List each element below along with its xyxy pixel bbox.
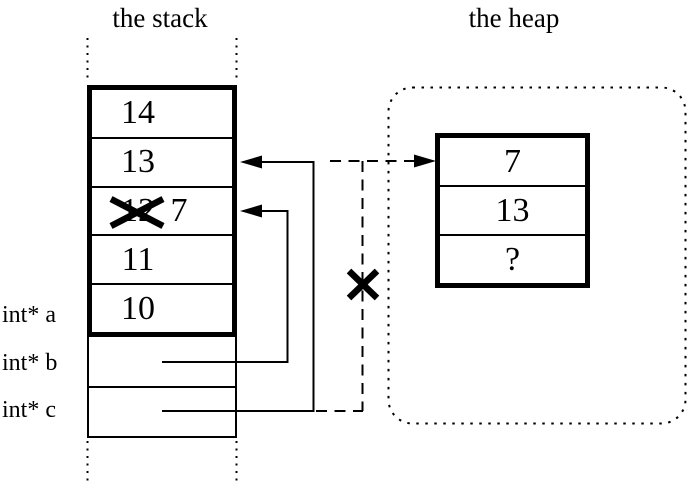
heap-cell-7: 7 [440, 138, 585, 187]
stack-title: the stack [112, 3, 208, 33]
stack-cell-12-overwritten: 12 7 [92, 188, 232, 237]
heap-cell-value: ? [504, 240, 521, 278]
stack-cell-11: 11 [92, 236, 232, 286]
stack-frame-box: 14 13 12 7 11 10 [87, 85, 237, 337]
broken-link-x-icon [346, 268, 380, 301]
variable-label-a: int* a [2, 302, 56, 328]
stack-cell-10: 10 [92, 285, 232, 332]
stack-cell-value: 14 [121, 94, 155, 132]
stack-cell-14: 14 [92, 90, 232, 139]
dangling-pointer-dashed-line [316, 160, 414, 412]
variable-label-b: int* b [2, 350, 58, 376]
heap-title: the heap [468, 3, 560, 33]
stack-cell-pointer-b [87, 337, 237, 388]
stack-cell-new-value: 7 [170, 191, 188, 229]
heap-cell-unknown: ? [440, 236, 585, 283]
heap-cell-13: 13 [440, 187, 585, 236]
heap-cell-value: 7 [504, 142, 521, 180]
heap-object-box: 7 13 ? [435, 133, 590, 288]
heap-cell-value: 13 [495, 191, 530, 229]
dangling-pointer-arrowhead-icon [414, 154, 436, 168]
stack-cell-value: 13 [121, 143, 155, 181]
stack-cell-value: 10 [121, 289, 155, 327]
stack-cell-pointer-c [87, 387, 237, 438]
stack-cell-value: 11 [121, 240, 155, 278]
pointer-c-arrowhead-icon [240, 155, 262, 169]
variable-label-c: int* c [2, 397, 56, 423]
pointer-b-arrowhead-icon [240, 204, 262, 218]
stack-cell-13: 13 [92, 139, 232, 188]
